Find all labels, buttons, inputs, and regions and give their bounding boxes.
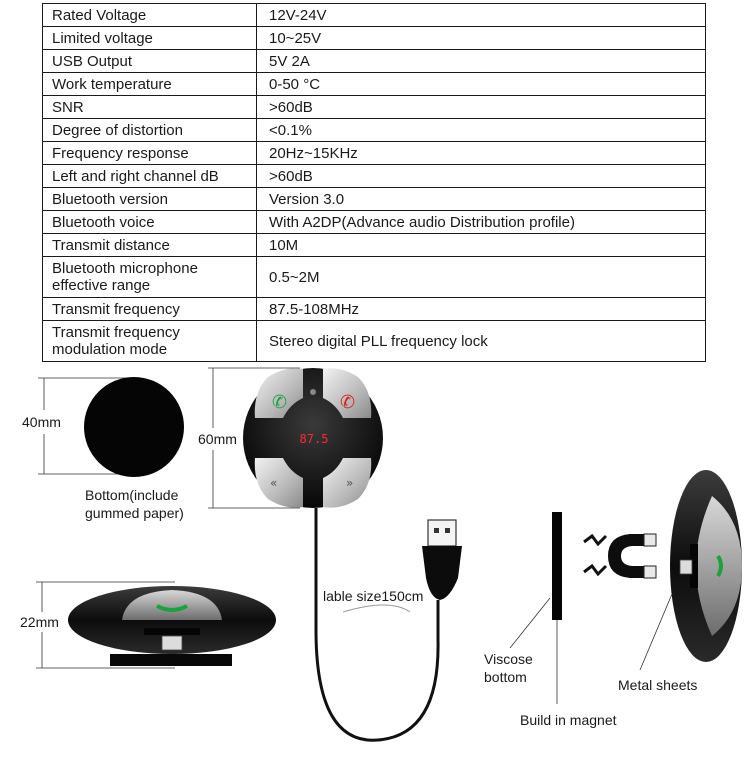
device-angled-view	[639, 470, 742, 671]
usb-plug-housing	[422, 546, 462, 600]
magnet-pole	[643, 533, 657, 547]
attract-arrow-icon	[583, 563, 608, 577]
spec-name: Bluetooth version	[42, 187, 257, 211]
spec-name: Left and right channel dB	[42, 164, 257, 188]
viscose-label-line2: bottom	[484, 669, 527, 685]
spec-row: Left and right channel dB>60dB	[42, 164, 706, 188]
spec-value: 10~25V	[256, 26, 706, 50]
metal-sheets-label: Metal sheets	[618, 677, 698, 693]
answer-call-button[interactable]	[254, 368, 303, 418]
spec-name: Work temperature	[42, 72, 257, 96]
phone-green-icon: ✆	[272, 392, 287, 413]
spec-name: Transmit frequency	[42, 297, 257, 321]
device-top-view: ✆ ✆ « » 87.5	[208, 367, 383, 509]
spec-name: Degree of distortion	[42, 118, 257, 142]
previous-track-button[interactable]	[254, 458, 303, 508]
side-height-label: 22mm	[20, 614, 59, 630]
side-base-pad	[110, 654, 232, 666]
magnet-pole	[643, 565, 657, 579]
side-usb-port	[161, 635, 183, 651]
bottom-caption-line1: Bottom(include	[85, 487, 179, 503]
spec-name: Rated Voltage	[42, 3, 257, 27]
spec-name: Frequency response	[42, 141, 257, 165]
cable-size-arc	[342, 604, 411, 613]
angled-slot	[690, 544, 698, 588]
mount-plate-figure	[509, 512, 657, 704]
usb-connector	[427, 519, 457, 547]
side-dome	[122, 590, 222, 620]
side-slot	[144, 628, 200, 635]
next-arrow-icon: »	[346, 476, 353, 490]
magnet-icon	[608, 534, 655, 578]
side-phone-icon	[156, 604, 188, 612]
spec-name: SNR	[42, 95, 257, 119]
bottom-caption-line2: gummed paper)	[85, 505, 184, 521]
leader-line	[639, 593, 673, 671]
spec-value: 12V-24V	[256, 3, 706, 27]
magnet-label: Build in magnet	[520, 712, 617, 728]
spec-value: >60dB	[256, 95, 706, 119]
angled-usb-port	[679, 559, 693, 575]
reject-call-button[interactable]	[323, 368, 372, 418]
spec-row: SNR>60dB	[42, 95, 706, 119]
angled-phone-icon	[716, 554, 723, 578]
viscose-plate	[552, 512, 562, 620]
spec-value: With A2DP(Advance audio Distribution pro…	[256, 210, 706, 234]
device-width-label: 60mm	[198, 431, 237, 447]
usb-cable	[314, 508, 462, 742]
spec-value: 20Hz~15KHz	[256, 141, 706, 165]
leader-line	[509, 597, 551, 649]
phone-red-icon: ✆	[340, 392, 355, 413]
viscose-label-line1: Viscose	[484, 651, 533, 667]
spec-value: 0-50 °C	[256, 72, 706, 96]
frequency-display: 87.5	[300, 432, 329, 446]
attract-arrow-icon	[583, 533, 608, 547]
device-side-view	[36, 581, 276, 669]
usb-pin	[445, 528, 450, 533]
usb-pin	[434, 528, 439, 533]
spec-value: Stereo digital PLL frequency lock	[256, 320, 706, 362]
spec-name: Transmit distance	[42, 233, 257, 257]
adhesive-bottom-pad	[84, 377, 184, 477]
bottom-width-label: 40mm	[22, 414, 61, 430]
cable-size-label: lable size150cm	[323, 588, 424, 604]
prev-arrow-icon: «	[270, 476, 277, 490]
bottom-disc-figure	[38, 377, 184, 477]
spec-name: Transmit frequency modulation mode	[42, 320, 257, 362]
microphone-icon	[310, 389, 316, 395]
spec-row: Degree of distortion<0.1%	[42, 118, 706, 142]
cable-line	[314, 508, 440, 742]
next-track-button[interactable]	[323, 458, 372, 508]
